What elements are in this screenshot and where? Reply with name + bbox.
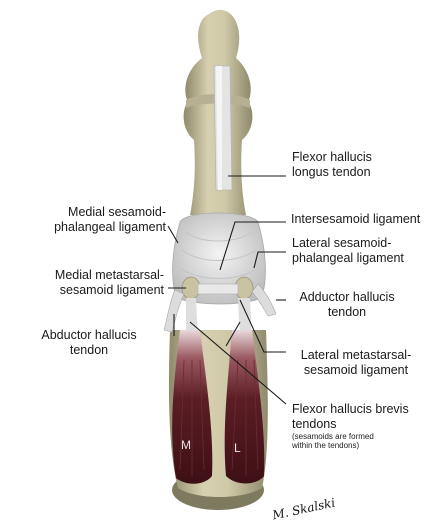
label-adductor-hallucis: Adductor hallucis tendon: [288, 290, 406, 320]
label-line: Lateral sesamoid-: [292, 236, 404, 251]
label-flexor-hallucis-longus: Flexor hallucis longus tendon: [292, 150, 372, 180]
label-lateral-sesamoid-phalangeal: Lateral sesamoid- phalangeal ligament: [292, 236, 404, 266]
label-muscle-lateral: L: [234, 441, 241, 456]
label-intersesamoid-ligament: Intersesamoid ligament: [291, 212, 420, 227]
label-line: tendon: [288, 305, 406, 320]
label-medial-metatarsal-sesamoid: Medial metastarsal- sesamoid ligament: [10, 268, 164, 298]
label-line: phalangeal ligament: [292, 251, 404, 266]
label-line: Flexor hallucis brevis: [292, 402, 409, 417]
label-note: within the tendons): [292, 441, 409, 450]
label-line: tendons: [292, 417, 409, 432]
label-line: sesamoid ligament: [290, 363, 422, 378]
label-line: longus tendon: [292, 165, 372, 180]
label-line: phalangeal ligament: [16, 220, 166, 235]
label-line: Adductor hallucis: [288, 290, 406, 305]
label-medial-sesamoid-phalangeal: Medial sesamoid- phalangeal ligament: [16, 205, 166, 235]
label-line: Intersesamoid ligament: [291, 212, 420, 227]
label-line: Medial metastarsal-: [10, 268, 164, 283]
label-line: Medial sesamoid-: [16, 205, 166, 220]
flexor-hallucis-longus-tendon: [214, 66, 232, 190]
label-line: Flexor hallucis: [292, 150, 372, 165]
label-abductor-hallucis: Abductor hallucis tendon: [30, 328, 148, 358]
label-muscle-medial: M: [181, 438, 191, 453]
label-flexor-hallucis-brevis: Flexor hallucis brevis tendons (sesamoid…: [292, 402, 409, 450]
label-line: sesamoid ligament: [10, 283, 164, 298]
label-line: Lateral metastarsal-: [290, 348, 422, 363]
label-lateral-metatarsal-sesamoid: Lateral metastarsal- sesamoid ligament: [290, 348, 422, 378]
label-line: Abductor hallucis: [30, 328, 148, 343]
label-note: (sesamoids are formed: [292, 432, 409, 441]
label-line: tendon: [30, 343, 148, 358]
ligament-complex: [164, 213, 276, 340]
